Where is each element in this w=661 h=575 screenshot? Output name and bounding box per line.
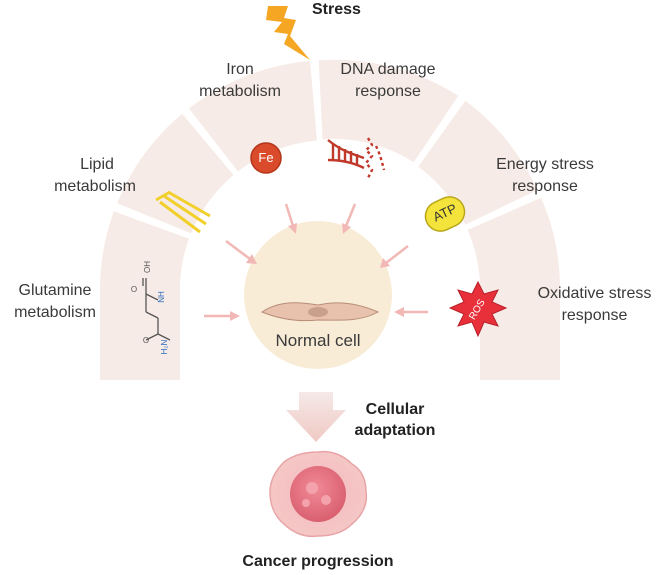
glutamine-label-line2: metabolism (14, 304, 96, 321)
adaptation-arrow (286, 392, 346, 442)
normal-cell-label: Normal cell (275, 331, 361, 350)
energy-label-line1: Energy stress (496, 156, 594, 173)
glutamine-molecule-icon (142, 278, 171, 341)
iron-label-line2: metabolism (199, 83, 281, 100)
glutamine-o2-text: O (142, 336, 150, 345)
lipid-icon (155, 190, 211, 234)
lipid-label-line1: Lipid (80, 156, 114, 173)
segment-dna (318, 59, 459, 163)
dna-label-line1: DNA damage (340, 61, 436, 78)
iron-label-line1: Iron (226, 61, 254, 78)
segment-glutamine-lower (100, 290, 180, 380)
glutamine-h2n-text: H₂N (160, 339, 169, 355)
glutamine-nh2-text: NH (157, 291, 166, 303)
ros-icon (448, 280, 508, 338)
dna-damage-icon (327, 137, 386, 179)
cancer-cell-icon (269, 450, 368, 538)
normal-cell-circle (244, 221, 392, 369)
adaptation-label-line2: adaptation (354, 422, 436, 439)
oxidative-label-line1: Oxidative stress (537, 285, 652, 302)
segment-oxidative (467, 197, 561, 290)
segment-lipid (117, 113, 234, 234)
stress-label: Stress (312, 1, 361, 18)
dna-label-line2: response (355, 83, 421, 100)
cancer-progression-label: Cancer progression (242, 553, 394, 570)
segment-energy (418, 100, 538, 225)
fe-text: Fe (258, 150, 274, 165)
lipid-label-line2: metabolism (54, 178, 136, 195)
iron-fe-icon (250, 142, 282, 174)
glutamine-o1-text: O (130, 285, 138, 294)
glutamine-label-line1: Glutamine (18, 282, 92, 299)
adaptation-label-line1: Cellular (365, 401, 425, 418)
lightning-bolt-icon (266, 6, 310, 60)
energy-label-line2: response (512, 178, 578, 195)
atp-icon (424, 196, 466, 232)
segment-iron (189, 60, 317, 172)
glutamine-oh-text: OH (143, 261, 152, 273)
segment-glutamine (100, 211, 189, 290)
inward-arrows (204, 203, 428, 321)
segment-oxidative-lower (480, 290, 560, 380)
oxidative-label-line2: response (561, 307, 628, 324)
